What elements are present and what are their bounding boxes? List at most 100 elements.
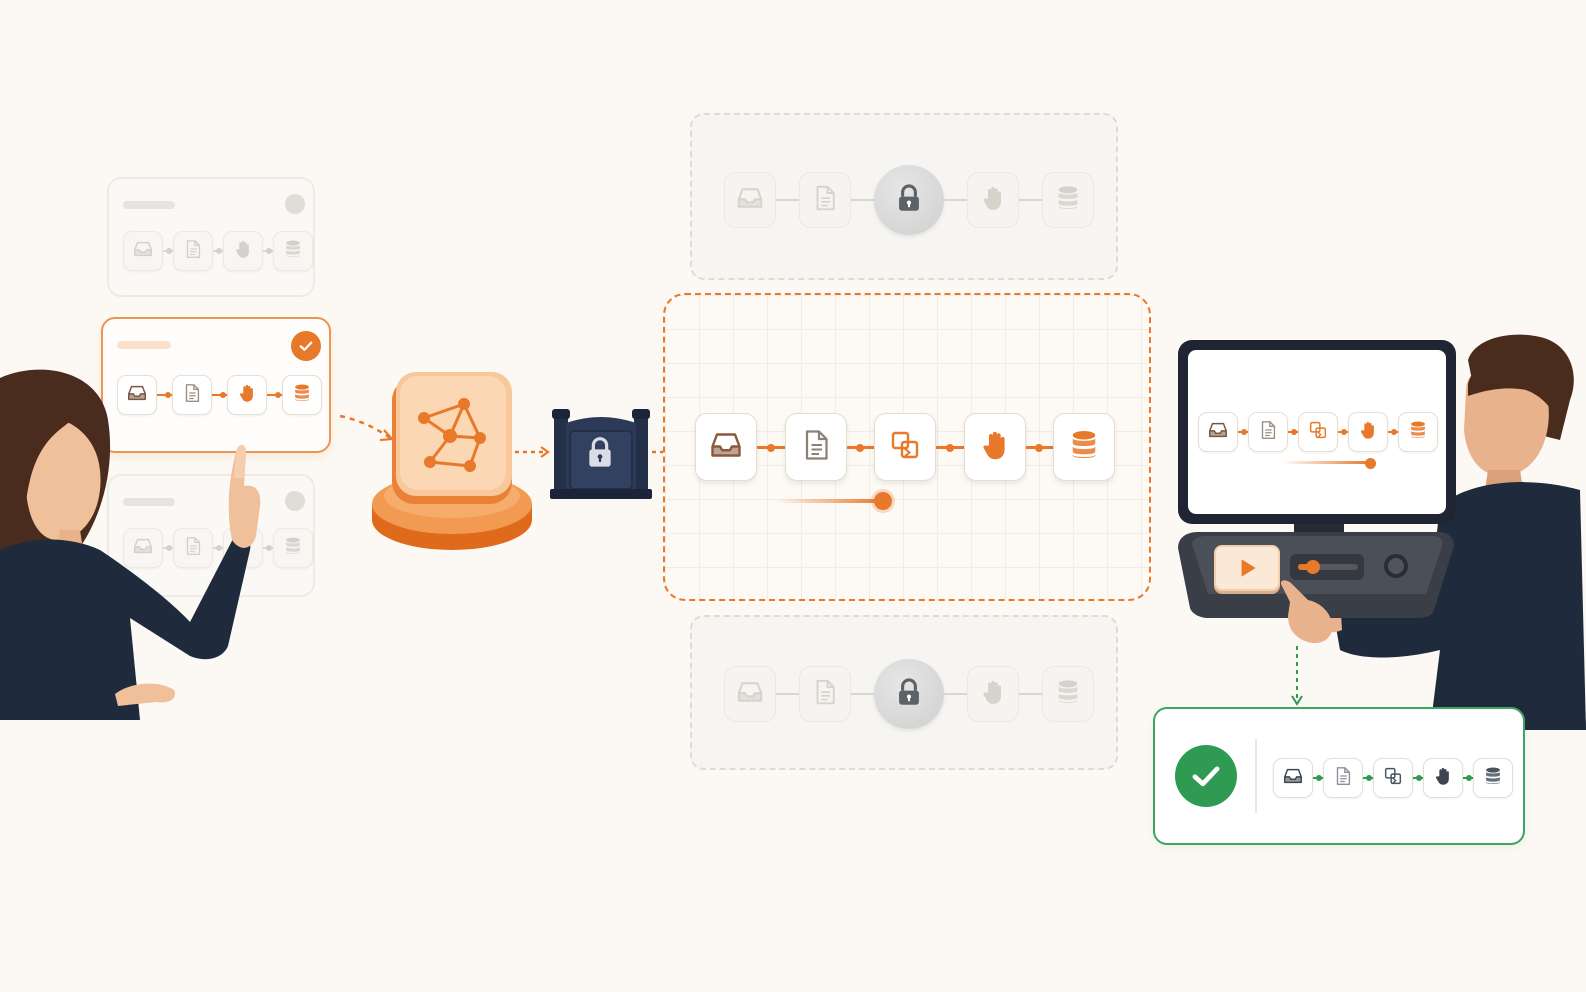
- step-connector: [944, 199, 967, 201]
- document-step: [173, 528, 213, 568]
- step-connector: [212, 394, 227, 396]
- inbox-icon: [735, 677, 765, 712]
- document-icon: [1332, 765, 1354, 792]
- result-pipeline-steps: [1273, 758, 1513, 798]
- connector-dot: [216, 545, 222, 551]
- result-divider: [1255, 739, 1257, 813]
- inbox-step[interactable]: [695, 413, 757, 481]
- connector-gate-arrowhead: [540, 446, 550, 458]
- monitor-pipeline-steps: [1198, 412, 1438, 452]
- inbox-step: [724, 172, 776, 228]
- connector-dot: [766, 443, 775, 452]
- document-step: [799, 172, 851, 228]
- step-connector: [944, 693, 967, 695]
- document-icon: [810, 183, 840, 218]
- connector-dot: [1366, 775, 1372, 781]
- result-card-success[interactable]: [1153, 707, 1525, 845]
- locked-lane-top: [690, 113, 1118, 280]
- document-step[interactable]: [784, 413, 847, 481]
- document-step: [173, 231, 213, 271]
- active-pipeline-lane[interactable]: [663, 293, 1151, 601]
- card-title-placeholder: [123, 201, 175, 209]
- document-icon: [798, 427, 834, 468]
- inbox-step: [1273, 758, 1313, 798]
- connector-dot: [945, 443, 954, 452]
- checkmark-icon: [291, 331, 321, 361]
- database-icon: [282, 535, 304, 562]
- connector-dot: [275, 392, 281, 398]
- locked-lane-bottom: [690, 615, 1118, 770]
- workflow-card-inactive-top[interactable]: [107, 177, 315, 297]
- lock-step: [874, 659, 944, 729]
- step-connector: [851, 199, 874, 201]
- connector-dot: [266, 545, 272, 551]
- transform-step: [1373, 758, 1413, 798]
- connector-dot: [1316, 775, 1322, 781]
- lock-step: [874, 165, 944, 235]
- padlock-icon: [892, 675, 926, 714]
- card-step-row: [117, 374, 322, 416]
- transform-icon: [887, 427, 923, 468]
- step-connector: [157, 394, 172, 396]
- transform-icon: [1382, 765, 1404, 792]
- database-step: [273, 231, 313, 271]
- hand-icon: [1357, 419, 1379, 446]
- connector-dot: [1035, 443, 1044, 452]
- card-status-indicator: [285, 491, 305, 511]
- step-connector: [851, 693, 874, 695]
- database-icon: [291, 382, 313, 409]
- card-title-placeholder: [117, 341, 171, 349]
- connector-dot: [1416, 775, 1422, 781]
- database-step: [273, 528, 313, 568]
- document-step: [799, 666, 851, 722]
- step-connector: [776, 199, 799, 201]
- connector-dot: [1466, 775, 1472, 781]
- locked-lane-steps: [724, 165, 1094, 235]
- connector-dot: [166, 248, 172, 254]
- workflow-card-selected[interactable]: [101, 317, 331, 453]
- padlock-icon: [892, 181, 926, 220]
- inbox-icon: [132, 238, 154, 265]
- transform-icon: [1307, 419, 1329, 446]
- transform-step[interactable]: [874, 413, 936, 481]
- padlock-icon: [589, 437, 611, 467]
- workflow-card-inactive-bottom[interactable]: [107, 474, 315, 597]
- active-lane-steps: [695, 413, 1115, 485]
- hand-icon: [232, 238, 254, 265]
- network-graph-icon: [418, 398, 486, 472]
- play-button[interactable]: [1214, 545, 1280, 591]
- card-status-indicator: [285, 194, 305, 214]
- step-connector: [1019, 693, 1042, 695]
- inbox-icon: [1207, 419, 1229, 446]
- hand-step: [223, 231, 263, 271]
- connector-dot: [166, 545, 172, 551]
- document-icon: [1257, 419, 1279, 446]
- play-icon: [1241, 559, 1256, 577]
- database-icon: [282, 238, 304, 265]
- step-connector: [267, 394, 282, 396]
- transform-step: [1298, 412, 1338, 452]
- connector-dot: [266, 248, 272, 254]
- inbox-icon: [708, 427, 744, 468]
- person-right-operating: [1289, 334, 1586, 730]
- hand-step: [1348, 412, 1388, 452]
- operator-hand: [1280, 580, 1333, 644]
- hand-icon: [977, 427, 1013, 468]
- database-step: [1042, 666, 1094, 722]
- connector-dot: [1241, 429, 1247, 435]
- connector-dot: [856, 443, 865, 452]
- document-step: [1248, 412, 1288, 452]
- connector-dot: [220, 392, 226, 398]
- orchestration-hub[interactable]: [370, 370, 535, 556]
- database-step[interactable]: [1053, 413, 1115, 481]
- inbox-step: [117, 375, 157, 415]
- console-slider[interactable]: [1298, 560, 1358, 574]
- hand-icon: [978, 183, 1008, 218]
- database-icon: [1482, 765, 1504, 792]
- database-icon: [1053, 677, 1083, 712]
- hand-icon: [1432, 765, 1454, 792]
- database-step: [282, 375, 322, 415]
- database-step: [1473, 758, 1513, 798]
- hand-step[interactable]: [963, 413, 1026, 481]
